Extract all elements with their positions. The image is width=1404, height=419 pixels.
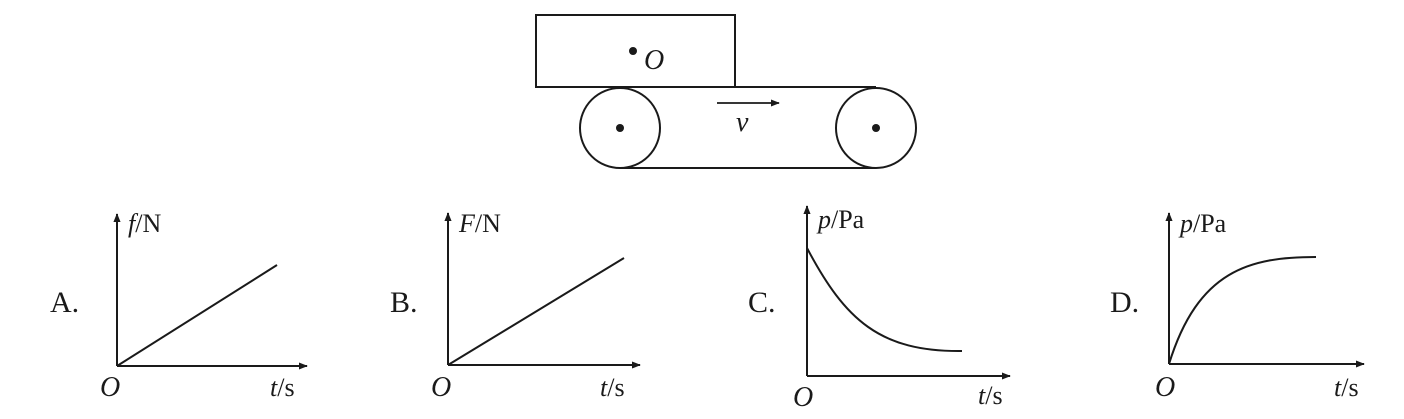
left-roller (579, 87, 661, 169)
velocity-label: v (736, 107, 749, 138)
option-a-x-label: t/s (270, 373, 295, 402)
option-a-origin: O (100, 372, 120, 403)
right-roller-axle (872, 124, 880, 132)
option-d-y-label: p/Pa (1178, 209, 1227, 238)
option-a-graph: A. f/N t/s O (50, 209, 308, 403)
option-d-letter: D. (1110, 286, 1139, 319)
option-b-y-label: F/N (458, 209, 501, 238)
option-b-graph: B. F/N t/s O (390, 209, 641, 403)
option-b-origin: O (431, 372, 451, 403)
option-c-origin: O (793, 382, 813, 413)
right-roller (835, 87, 917, 169)
conveyor-diagram: O v (535, 14, 917, 169)
option-b-curve (447, 257, 625, 366)
option-d-graph: D. p/Pa t/s O (1110, 209, 1365, 403)
block-center-dot (629, 47, 637, 55)
option-c-letter: C. (748, 286, 776, 319)
block-label: O (644, 45, 664, 76)
option-b-letter: B. (390, 286, 418, 319)
option-a-y-label: f/N (128, 209, 161, 238)
option-d-x-label: t/s (1334, 373, 1359, 402)
option-b-x-label: t/s (600, 373, 625, 402)
option-a-letter: A. (50, 286, 79, 319)
option-c-graph: C. p/Pa t/s O (748, 205, 1011, 413)
option-d-origin: O (1155, 372, 1175, 403)
option-a-curve (116, 264, 278, 367)
option-c-y-label: p/Pa (816, 205, 865, 234)
left-roller-axle (616, 124, 624, 132)
option-c-curve (806, 247, 963, 353)
option-d-curve (1168, 256, 1317, 365)
option-c-x-label: t/s (978, 381, 1003, 410)
